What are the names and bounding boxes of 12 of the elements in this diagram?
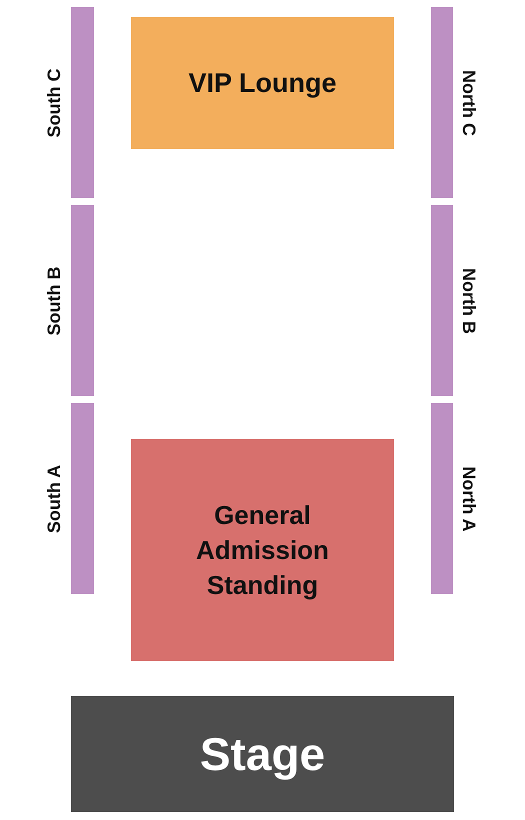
section-label: North B: [460, 268, 478, 334]
area-label: General Admission Standing: [195, 498, 330, 602]
standing-floor-area: [131, 439, 394, 661]
area-label: VIP Lounge: [188, 67, 336, 99]
vip-lounge-area: [131, 17, 394, 149]
area-label: Stage: [200, 726, 326, 782]
section-label: South B: [45, 266, 63, 335]
section-label: South A: [45, 464, 63, 533]
stage-area: [71, 696, 454, 812]
section-label: North C: [460, 70, 478, 136]
section-label: South C: [45, 68, 63, 137]
section-label: North A: [460, 466, 478, 532]
